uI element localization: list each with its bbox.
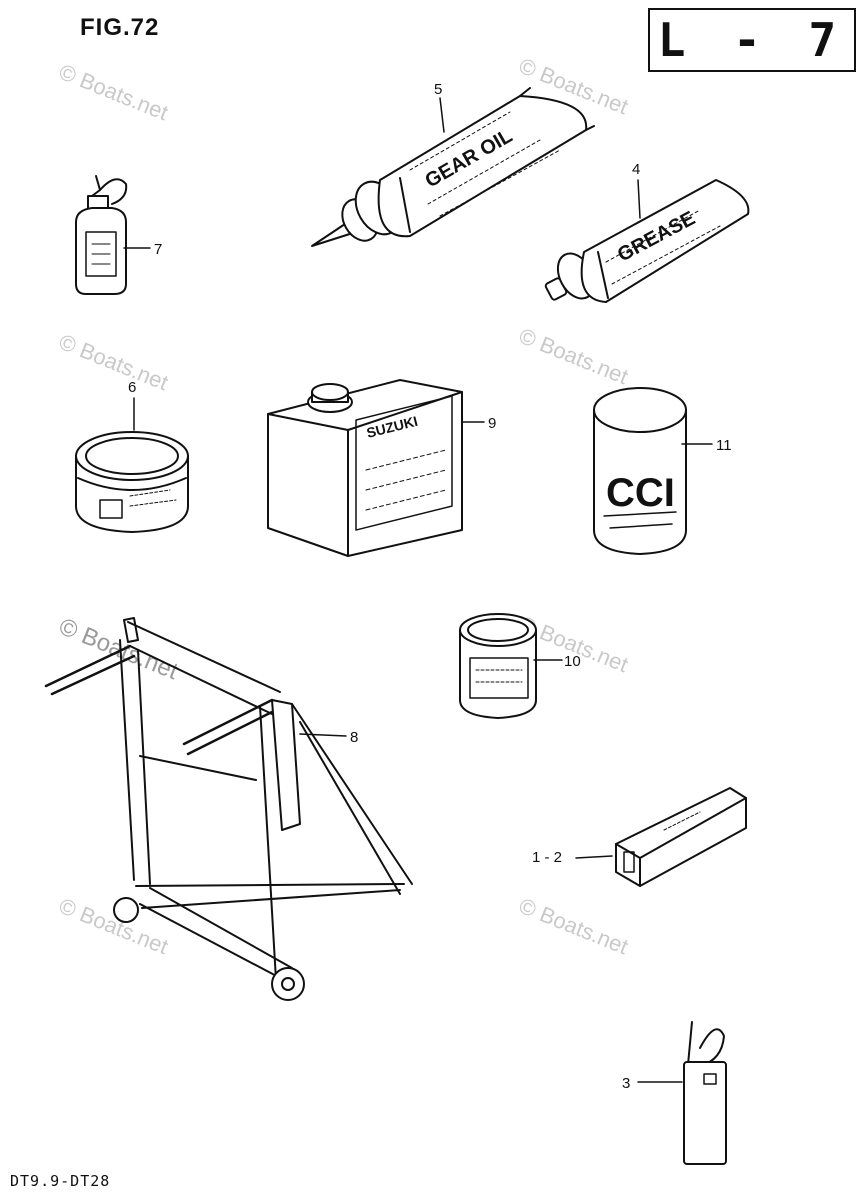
callout-numbers: 5 4 7 6 9 11 10 8 1 - 2 3 <box>128 81 732 1092</box>
callout-9: 9 <box>488 415 496 432</box>
packet <box>683 1021 727 1165</box>
grease-tin <box>75 431 189 533</box>
leader-lines <box>123 97 713 1083</box>
callout-8: 8 <box>350 729 358 746</box>
small-paint-can <box>459 613 537 719</box>
oil-bottle <box>75 175 128 295</box>
oil-can: SUZUKI <box>267 379 463 557</box>
callout-11: 11 <box>716 437 732 454</box>
grease-tube: GREASE <box>544 179 750 303</box>
motor-stand <box>44 617 413 1001</box>
section-code-box: L - 7 <box>648 8 856 72</box>
small-box <box>615 787 747 887</box>
figure-label: FIG.72 <box>80 14 160 41</box>
large-can-mark: CCI <box>606 471 675 515</box>
callout-3: 3 <box>622 1075 630 1092</box>
callout-5: 5 <box>434 81 442 98</box>
callout-1-2: 1 - 2 <box>532 849 562 866</box>
callout-4: 4 <box>632 161 640 178</box>
callout-6: 6 <box>128 379 136 396</box>
callout-10: 10 <box>564 653 581 670</box>
gear-oil-tube: GEAR OIL <box>311 87 595 247</box>
large-grease-can: CCI <box>593 387 687 555</box>
model-range: DT9.9-DT28 <box>10 1172 111 1190</box>
callout-7: 7 <box>154 241 162 258</box>
